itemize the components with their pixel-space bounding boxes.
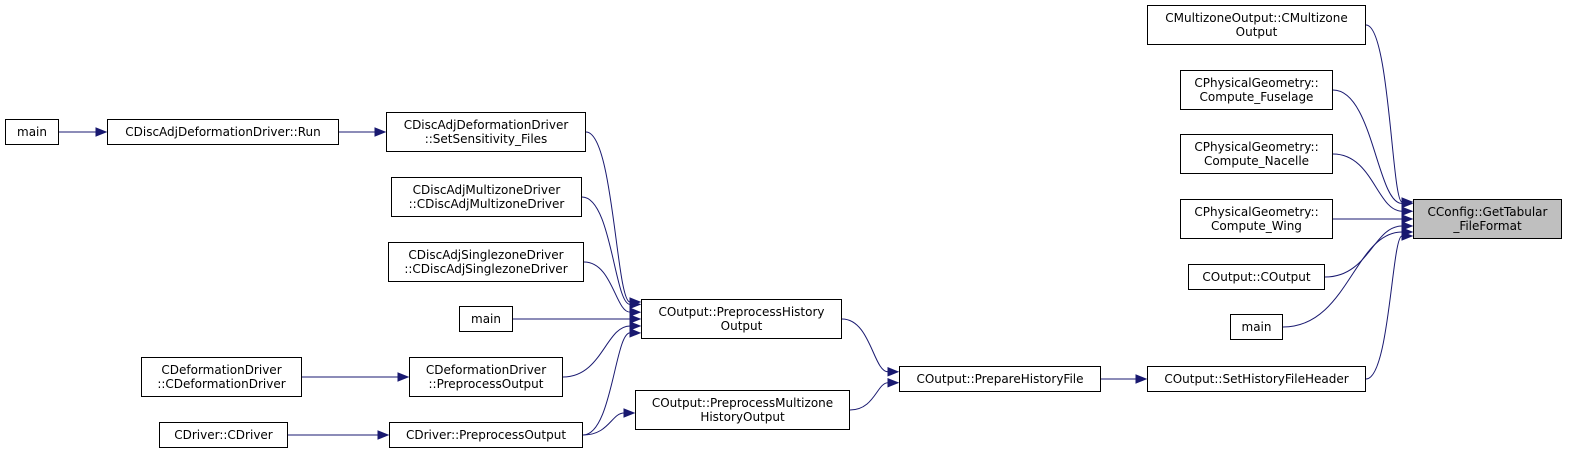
node-cdeformationdriver-ctor[interactable]: CDeformationDriver ::CDeformationDriver bbox=[141, 357, 302, 397]
edge-driverPreproc-preprocMultiHist bbox=[582, 412, 625, 436]
node-compute-nacelle[interactable]: CPhysicalGeometry:: Compute_Nacelle bbox=[1180, 134, 1333, 174]
edge-mainRight-getTabular bbox=[1282, 231, 1403, 328]
node-cconfig-gettabular-fileformat: CConfig::GetTabular _FileFormat bbox=[1413, 199, 1562, 239]
node-main-right[interactable]: main bbox=[1230, 314, 1283, 340]
arrowhead-prepareHistory-setHistoryHeader bbox=[1135, 374, 1148, 384]
arrowhead-mainLeft-discAdjRun bbox=[95, 127, 108, 137]
arrowhead-driverPreproc-preprocMultiHist bbox=[623, 408, 636, 418]
node-preparehistoryfile[interactable]: COutput::PrepareHistoryFile bbox=[899, 366, 1101, 392]
node-cdiscadjsinglezonedriver-ctor[interactable]: CDiscAdjSinglezoneDriver ::CDiscAdjSingl… bbox=[388, 242, 584, 282]
edge-coutput-getTabular bbox=[1324, 225, 1403, 278]
arrowhead-mainMid-preprocHistory bbox=[629, 314, 642, 324]
arrowhead-deformCtor-deformPreproc bbox=[397, 372, 410, 382]
edge-preprocHistory-prepareHistory bbox=[841, 318, 889, 373]
node-main-left[interactable]: main bbox=[5, 119, 59, 145]
arrowhead-discAdjSingle-preprocHistory bbox=[629, 307, 642, 317]
arrowhead-preprocHistory-prepareHistory bbox=[887, 367, 900, 377]
node-cdriver-ctor[interactable]: CDriver::CDriver bbox=[159, 422, 288, 448]
node-main-middle[interactable]: main bbox=[459, 306, 513, 332]
node-cdeformationdriver-preprocessoutput[interactable]: CDeformationDriver ::PreprocessOutput bbox=[409, 357, 563, 397]
node-cdiscadjmultizonedriver-ctor[interactable]: CDiscAdjMultizoneDriver ::CDiscAdjMultiz… bbox=[391, 177, 582, 217]
edge-driverPreproc-preprocHistory bbox=[582, 332, 631, 436]
node-preprocessmultizonehistoryoutput[interactable]: COutput::PreprocessMultizone HistoryOutp… bbox=[635, 390, 850, 430]
edge-setSensitivity-preprocHistory bbox=[585, 131, 631, 303]
arrowhead-discAdjMulti-preprocHistory bbox=[629, 299, 642, 310]
edge-preprocMultiHist-prepareHistory bbox=[849, 382, 889, 411]
node-sethistoryfileheader[interactable]: COutput::SetHistoryFileHeader bbox=[1147, 366, 1366, 392]
node-compute-wing[interactable]: CPhysicalGeometry:: Compute_Wing bbox=[1180, 199, 1333, 239]
edge-discAdjSingle-preprocHistory bbox=[583, 261, 631, 313]
arrowhead-discAdjRun-setSensitivity bbox=[374, 127, 387, 137]
node-cmultizoneoutput-ctor[interactable]: CMultizoneOutput::CMultizone Output bbox=[1147, 5, 1366, 45]
arrowhead-coutput-getTabular bbox=[1401, 221, 1414, 231]
node-compute-fuselage[interactable]: CPhysicalGeometry:: Compute_Fuselage bbox=[1180, 70, 1333, 110]
arrowhead-deformPreproc-preprocHistory bbox=[629, 321, 642, 331]
arrowhead-setHistoryHeader-getTabular bbox=[1401, 231, 1414, 241]
arrowhead-driverCtor-driverPreproc bbox=[377, 430, 390, 440]
edge-discAdjMulti-preprocHistory bbox=[581, 196, 631, 305]
edge-computeFuselage-getTabular bbox=[1332, 89, 1403, 205]
arrowhead-computeFuselage-getTabular bbox=[1401, 198, 1414, 209]
arrowhead-driverPreproc-preprocHistory bbox=[629, 328, 642, 338]
node-setsensitivity-files[interactable]: CDiscAdjDeformationDriver ::SetSensitivi… bbox=[386, 112, 586, 152]
arrowhead-computeWing-getTabular bbox=[1401, 214, 1414, 224]
edge-multizoneOutput-getTabular bbox=[1365, 24, 1403, 203]
edge-deformPreproc-preprocHistory bbox=[562, 325, 631, 378]
arrowhead-preprocMultiHist-prepareHistory bbox=[887, 377, 900, 388]
node-preprocesshistoryoutput[interactable]: COutput::PreprocessHistory Output bbox=[641, 299, 842, 339]
edge-setHistoryHeader-getTabular bbox=[1365, 235, 1403, 380]
node-coutput-ctor[interactable]: COutput::COutput bbox=[1188, 264, 1325, 290]
edge-computeNacelle-getTabular bbox=[1332, 153, 1403, 212]
arrowhead-computeNacelle-getTabular bbox=[1401, 206, 1414, 216]
node-cdriver-preprocessoutput[interactable]: CDriver::PreprocessOutput bbox=[389, 422, 583, 448]
node-cdiscadjdeformationdriver-run[interactable]: CDiscAdjDeformationDriver::Run bbox=[107, 119, 339, 145]
